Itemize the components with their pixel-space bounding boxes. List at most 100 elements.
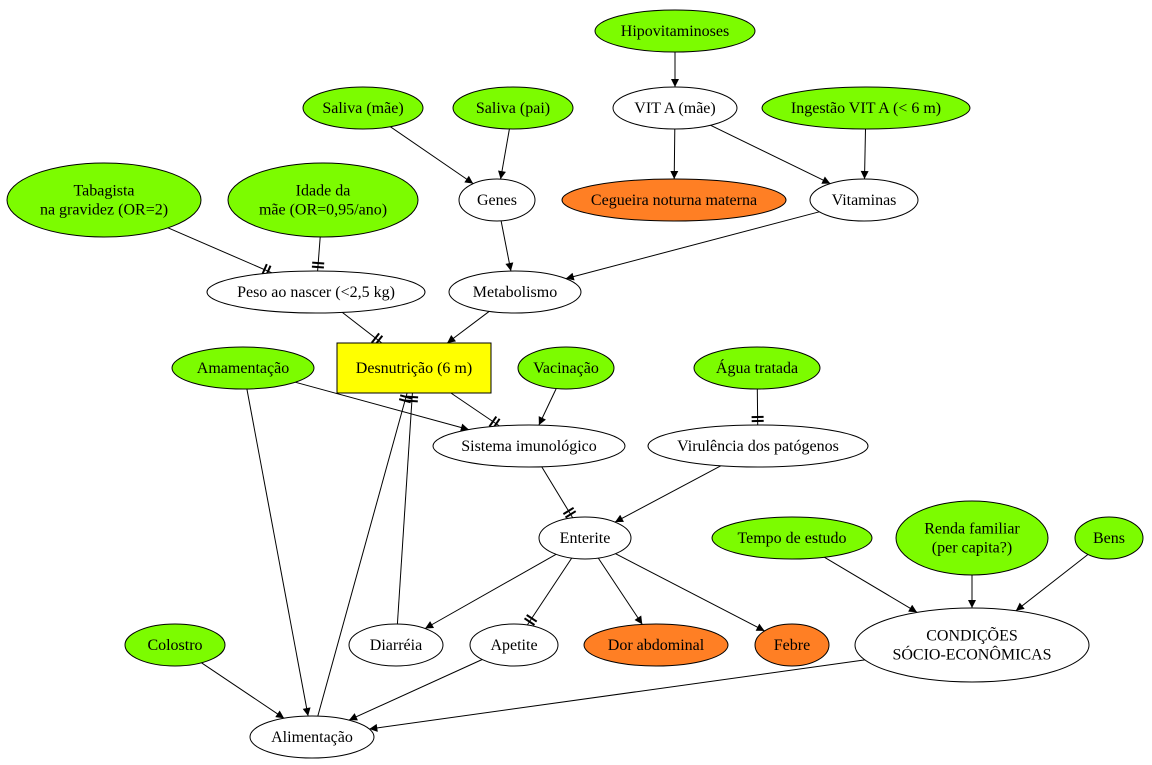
node-ellipse	[206, 270, 426, 314]
edge-line	[670, 128, 679, 180]
node-label: Tabagista	[73, 183, 134, 200]
edge-line	[597, 557, 643, 625]
node-renda: Renda familiar(per capita?)	[895, 500, 1049, 576]
edge-line	[167, 227, 272, 274]
node-cegueira: Cegueira noturna materna	[561, 178, 787, 222]
edge-virulencia-to-enterite	[614, 465, 722, 523]
edge-agua-to-virulencia	[751, 388, 764, 426]
edge-line	[369, 659, 865, 732]
edge-line	[424, 553, 557, 629]
edge-amamentacao-to-alimentacao	[246, 388, 311, 717]
edge-sistema-to-enterite	[541, 466, 577, 519]
node-vacinacao: Vacinação	[517, 346, 615, 390]
node-ingestao-vita: Ingestão VIT A (< 6 m)	[761, 86, 971, 130]
tee-tick-mark	[399, 394, 413, 400]
edge-line	[201, 662, 285, 719]
node-label: Diarréia	[370, 637, 422, 654]
node-colostro: Colostro	[124, 623, 226, 667]
edge-enterite-to-diarreia	[424, 553, 557, 629]
edge-condicoes-to-alimentacao	[369, 659, 865, 732]
node-label: Sistema imunológico	[461, 438, 597, 455]
edge-genes-to-metabolismo	[500, 220, 514, 272]
node-ellipse	[348, 623, 444, 667]
node-label: Água tratada	[716, 358, 798, 377]
edge-line	[317, 236, 321, 272]
node-sistema: Sistema imunológico	[432, 424, 626, 468]
node-ellipse	[1074, 516, 1144, 560]
node-ellipse	[171, 346, 315, 390]
node-ellipse	[448, 270, 582, 314]
edge-tabagista-to-peso	[167, 227, 272, 278]
node-label: Saliva (mãe)	[322, 100, 403, 117]
edge-vacinacao-to-sistema	[538, 388, 557, 426]
node-ellipse	[227, 162, 419, 238]
node-label: Bens	[1093, 530, 1125, 547]
node-ellipse	[6, 162, 202, 238]
node-ellipse	[249, 715, 375, 759]
edge-colostro-to-alimentacao	[201, 662, 285, 719]
node-enterite: Enterite	[538, 516, 632, 560]
node-label: Dor abdominal	[608, 637, 705, 654]
edge-line	[526, 557, 573, 626]
edge-saliva_pai-to-genes	[498, 128, 510, 180]
node-label: Vacinação	[533, 360, 599, 377]
node-ellipse	[302, 86, 424, 130]
node-label: Tempo de estudo	[737, 530, 846, 547]
edge-line	[614, 465, 722, 523]
node-ellipse	[538, 516, 632, 560]
edge-enterite-to-apetite	[523, 557, 573, 626]
edge-apetite-to-alimentacao	[348, 659, 483, 721]
edge-line	[824, 556, 918, 613]
node-ellipse	[452, 86, 574, 130]
edge-line	[317, 392, 408, 717]
edge-line	[450, 392, 500, 427]
node-label: Colostro	[147, 637, 202, 654]
node-label: Peso ao nascer (<2,5 kg)	[237, 284, 395, 301]
node-ellipse	[561, 178, 787, 222]
edge-desnutricao-to-sistema	[450, 392, 501, 430]
node-saliva-pai: Saliva (pai)	[452, 86, 574, 130]
edge-peso-to-desnutricao	[341, 312, 384, 346]
node-label: Hipovitaminoses	[621, 23, 729, 40]
edge-metabolismo-to-desnutricao	[446, 310, 490, 344]
edge-enterite-to-dor	[597, 557, 643, 625]
node-dor: Dor abdominal	[583, 623, 729, 667]
node-vita-mae: VIT A (mãe)	[612, 86, 738, 130]
edge-line	[246, 388, 311, 717]
node-label: Amamentação	[197, 360, 289, 377]
node-label: Desnutrição (6 m)	[356, 360, 472, 377]
node-diarreia: Diarréia	[348, 623, 444, 667]
node-label: Vitaminas	[832, 192, 897, 209]
edge-vita_mae-to-vitaminas	[710, 124, 831, 185]
node-bens: Bens	[1074, 516, 1144, 560]
node-box	[336, 342, 492, 394]
node-label: VIT A (mãe)	[634, 100, 715, 117]
edge-line	[446, 310, 490, 344]
edge-line	[396, 392, 413, 625]
tee-tick-mark	[526, 614, 538, 623]
tee-tick-mark	[488, 416, 498, 428]
edge-saliva_mae-to-genes	[390, 126, 474, 185]
edge-line	[348, 659, 483, 721]
node-ellipse	[594, 9, 756, 53]
node-label: Metabolismo	[473, 284, 557, 301]
node-ellipse	[711, 516, 873, 560]
edge-vita_mae-to-cegueira	[670, 128, 679, 180]
node-virulencia: Virulência dos patógenos	[647, 424, 869, 468]
node-ellipse	[612, 86, 738, 130]
node-label: CONDIÇÕES	[926, 627, 1018, 645]
node-ellipse	[124, 623, 226, 667]
node-alimentacao: Alimentação	[249, 715, 375, 759]
tee-tick-mark	[564, 510, 577, 519]
node-ellipse	[583, 623, 729, 667]
node-label: Saliva (pai)	[476, 100, 550, 117]
edge-amamentacao-to-sistema	[295, 381, 470, 432]
node-ellipse	[517, 346, 615, 390]
node-label: mãe (OR=0,95/ano)	[259, 202, 387, 219]
node-hipovitaminoses: Hipovitaminoses	[594, 9, 756, 53]
node-metabolismo: Metabolismo	[448, 270, 582, 314]
